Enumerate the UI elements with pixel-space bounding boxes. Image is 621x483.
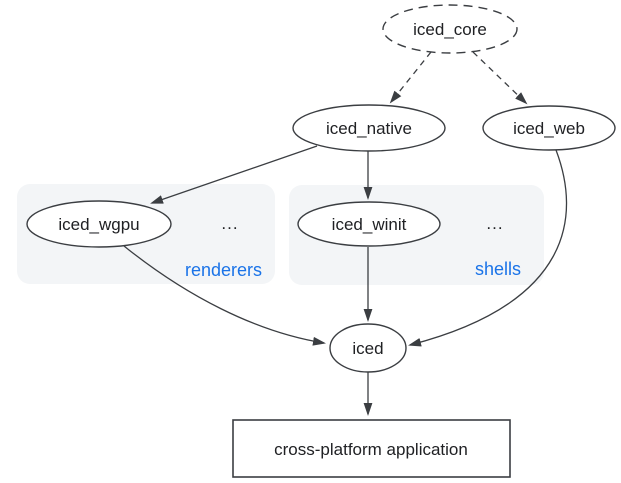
edge-iced_web-to-iced [408, 149, 568, 347]
edge-iced_core-to-iced_native [389, 51, 432, 104]
iced-core-ellipse [382, 4, 518, 54]
iced-native-label: iced_native [326, 119, 412, 138]
node-iced-native: iced_native [292, 104, 446, 152]
node-iced-web: iced_web [482, 105, 616, 151]
renderers-group-label: renderers [185, 260, 262, 280]
iced-winit-ellipse [297, 201, 441, 247]
node-cross-platform-application: cross-platform application [232, 419, 511, 478]
iced-core-label: iced_core [413, 20, 487, 39]
node-iced-core: iced_core [382, 4, 518, 54]
edge-iced_native-to-iced_wgpu [150, 145, 318, 204]
iced-wgpu-ellipse [26, 200, 172, 248]
shells-ellipsis: ... [486, 214, 503, 233]
iced-ellipse [329, 323, 407, 373]
iced-web-label: iced_web [513, 119, 585, 138]
node-iced: iced [329, 323, 407, 373]
app-label: cross-platform application [274, 440, 468, 459]
iced-web-ellipse [482, 105, 616, 151]
edge-iced_wgpu-to-iced [123, 245, 326, 346]
iced-label: iced [352, 339, 383, 358]
iced-native-ellipse [292, 104, 446, 152]
app-rect [232, 419, 511, 478]
iced-winit-label: iced_winit [332, 215, 407, 234]
node-iced-wgpu: iced_wgpu [26, 200, 172, 248]
renderers-ellipsis: ... [221, 214, 238, 233]
shells-group-label: shells [475, 259, 521, 279]
edge-iced_core-to-iced_web [472, 51, 528, 105]
iced-wgpu-label: iced_wgpu [58, 215, 139, 234]
node-iced-winit: iced_winit [297, 201, 441, 247]
